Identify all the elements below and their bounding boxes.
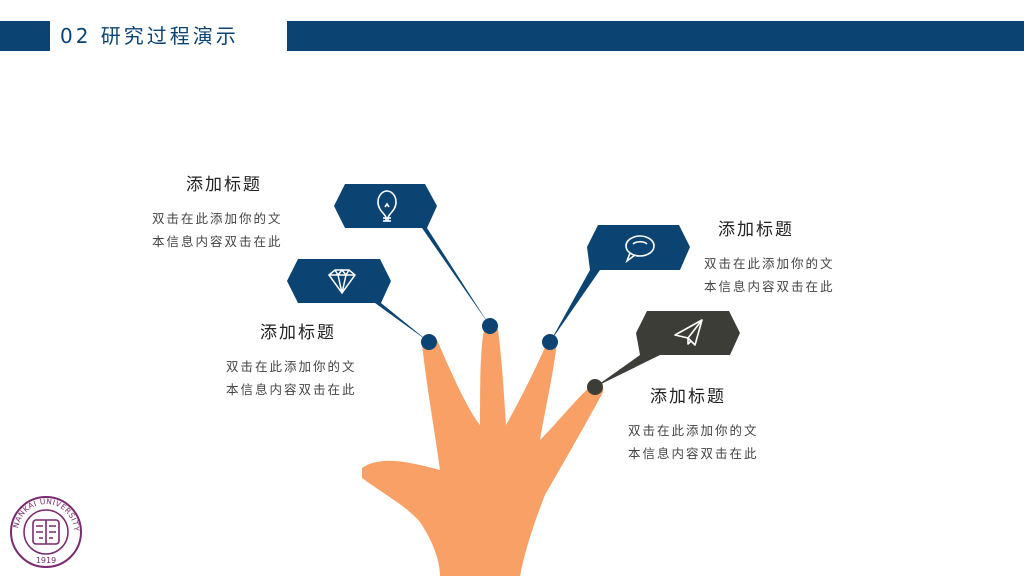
finger-dot-4: [587, 379, 603, 395]
paper-plane-icon: [674, 319, 703, 346]
header-bar-right: [287, 21, 1024, 51]
header-bar-left: [0, 21, 50, 51]
block-text-line: 本信息内容双击在此: [628, 446, 759, 461]
block-title: 添加标题: [718, 220, 794, 240]
diamond-icon: [327, 268, 357, 295]
block-text-line: 本信息内容双击在此: [704, 279, 835, 294]
block-text-line: 双击在此添加你的文: [628, 423, 759, 438]
text-block-3: 添加标题 双击在此添加你的文 本信息内容双击在此: [704, 215, 835, 298]
text-block-2: 添加标题 双击在此添加你的文 本信息内容双击在此: [226, 318, 357, 401]
university-seal-logo: NANKAI UNIVERSITY 1919: [10, 496, 82, 568]
finger-dot-2: [421, 334, 437, 350]
seal-emblem: [32, 519, 60, 545]
block-title: 添加标题: [260, 323, 336, 343]
callout-lightbulb: [334, 184, 490, 326]
page-title: 02 研究过程演示: [60, 24, 239, 48]
speech-bubble-icon: [625, 235, 655, 264]
finger-dot-3: [542, 334, 558, 350]
lightbulb-icon: [377, 190, 397, 222]
block-title: 添加标题: [650, 387, 726, 407]
text-block-1: 添加标题 双击在此添加你的文 本信息内容双击在此: [152, 170, 283, 253]
callout-speech: [550, 225, 690, 342]
seal-year: 1919: [36, 556, 56, 565]
text-block-4: 添加标题 双击在此添加你的文 本信息内容双击在此: [628, 382, 759, 465]
block-text-line: 本信息内容双击在此: [226, 382, 357, 397]
callout-plane: [595, 311, 740, 387]
block-text-line: 双击在此添加你的文: [226, 359, 357, 374]
block-text-line: 本信息内容双击在此: [152, 234, 283, 249]
callout-diamond: [287, 259, 429, 342]
finger-dot-1: [482, 318, 498, 334]
block-text-line: 双击在此添加你的文: [704, 256, 835, 271]
hand-shape: [362, 324, 604, 576]
block-title: 添加标题: [186, 175, 262, 195]
block-text-line: 双击在此添加你的文: [152, 211, 283, 226]
